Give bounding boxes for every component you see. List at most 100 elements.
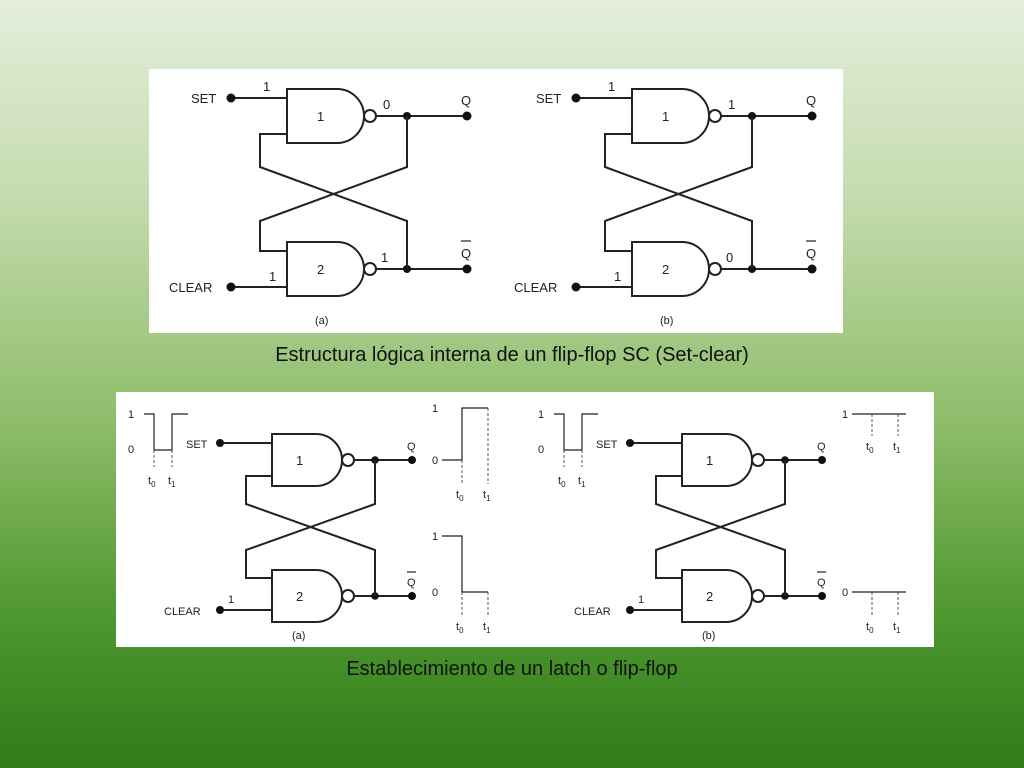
set-terminal <box>216 439 224 447</box>
set-input-value: 1 <box>608 79 615 94</box>
qbar-terminal <box>408 592 416 600</box>
qbar-level-high: 1 <box>432 531 438 543</box>
t1-label: t1 <box>578 475 586 489</box>
q-level-high: 1 <box>842 409 848 421</box>
panel-label-a: (a) <box>292 630 305 642</box>
inverter-bubble-1 <box>708 109 722 123</box>
t1-label: t1 <box>168 475 176 489</box>
clear-terminal <box>226 282 236 292</box>
q-terminal <box>462 111 472 121</box>
qbar-waveform <box>442 535 488 593</box>
gate-2-label: 2 <box>662 262 669 277</box>
gate-2-label: 2 <box>296 589 303 604</box>
set-label: SET <box>186 439 208 451</box>
gate-1-label: 1 <box>296 453 303 468</box>
feedback-wire-q <box>655 460 786 579</box>
set-input-value: 1 <box>263 79 270 94</box>
feedback-wire-q <box>604 116 753 252</box>
qbar-t1-label: t1 <box>483 621 491 635</box>
nand-gate-1 <box>271 433 343 487</box>
clear-input-value: 1 <box>614 269 621 284</box>
level-low-label: 0 <box>538 444 544 456</box>
latch-circuit-b: 1 0 t0 t1 SET CLEAR 1 1 2 Q <box>538 409 906 642</box>
gate-2-label: 2 <box>317 262 324 277</box>
qbar-output-value: 1 <box>381 250 388 265</box>
t0-label: t0 <box>558 475 566 489</box>
set-terminal <box>226 93 236 103</box>
inverter-bubble-1 <box>341 453 355 467</box>
nand-gate-1 <box>286 88 365 144</box>
nand-gate-1 <box>631 88 710 144</box>
gate-1-label: 1 <box>706 453 713 468</box>
inverter-bubble-1 <box>751 453 765 467</box>
gate-1-label: 1 <box>317 109 324 124</box>
feedback-wire-q <box>259 116 408 252</box>
qbar-label: Q <box>806 246 816 261</box>
feedback-wire-qbar <box>245 475 376 596</box>
circuit-b: SET CLEAR 1 1 1 0 1 2 Q Q (b) <box>514 79 817 327</box>
set-pulse-waveform <box>144 413 188 451</box>
level-low-label: 0 <box>128 444 134 456</box>
inverter-bubble-2 <box>708 262 722 276</box>
nand-gate-1 <box>681 433 753 487</box>
clear-label: CLEAR <box>574 606 611 618</box>
nand-gate-2 <box>631 241 710 297</box>
q-level-high: 1 <box>432 403 438 415</box>
gate-2-label: 2 <box>706 589 713 604</box>
q-label: Q <box>461 93 471 108</box>
panel-label-a: (a) <box>315 315 328 327</box>
figure-top-panel: SET CLEAR 1 1 0 1 1 2 Q Q (a) <box>149 69 843 333</box>
qbar-output-value: 0 <box>726 250 733 265</box>
feedback-wire-qbar <box>259 133 408 269</box>
clear-label: CLEAR <box>169 280 212 295</box>
q-label: Q <box>817 441 826 453</box>
q-t1-label: t1 <box>893 441 901 455</box>
circuit-a: SET CLEAR 1 1 0 1 1 2 Q Q (a) <box>169 79 472 327</box>
qbar-terminal <box>807 264 817 274</box>
clear-label: CLEAR <box>164 606 201 618</box>
clear-terminal <box>216 606 224 614</box>
clear-input-value: 1 <box>228 594 234 606</box>
set-label: SET <box>596 439 618 451</box>
latch-setting-diagram: 1 0 t0 t1 SET CLEAR 1 1 2 Q <box>128 403 906 642</box>
qbar-t0-label: t0 <box>456 621 464 635</box>
caption-sc-flip-flop: Estructura lógica interna de un flip-flo… <box>275 344 749 366</box>
caption-latch-setting: Establecimiento de un latch o flip-flop <box>346 658 678 680</box>
feedback-wire-qbar <box>655 475 786 596</box>
set-label: SET <box>536 91 561 106</box>
set-label: SET <box>191 91 216 106</box>
clear-terminal <box>571 282 581 292</box>
feedback-wire-qbar <box>604 133 753 269</box>
qbar-level-low: 0 <box>432 587 438 599</box>
q-output-value: 1 <box>728 97 735 112</box>
figure-bottom-panel: 1 0 t0 t1 SET CLEAR 1 1 2 Q <box>116 392 934 647</box>
inverter-bubble-2 <box>363 262 377 276</box>
qbar-level-low: 0 <box>842 587 848 599</box>
qbar-terminal <box>462 264 472 274</box>
t0-label: t0 <box>148 475 156 489</box>
set-terminal <box>626 439 634 447</box>
q-t0-label: t0 <box>866 441 874 455</box>
q-waveform <box>442 407 488 461</box>
nand-gate-2 <box>271 569 343 623</box>
nand-gate-2 <box>681 569 753 623</box>
q-output-value: 0 <box>383 97 390 112</box>
q-t0-label: t0 <box>456 489 464 503</box>
qbar-terminal <box>818 592 826 600</box>
set-terminal <box>571 93 581 103</box>
qbar-label: Q <box>407 577 416 589</box>
clear-input-value: 1 <box>269 269 276 284</box>
q-terminal <box>408 456 416 464</box>
panel-label-b: (b) <box>702 630 715 642</box>
level-high-label: 1 <box>128 409 134 421</box>
q-label: Q <box>806 93 816 108</box>
clear-terminal <box>626 606 634 614</box>
q-terminal <box>818 456 826 464</box>
feedback-wire-q <box>245 460 376 579</box>
qbar-label: Q <box>817 577 826 589</box>
qbar-t0-label: t0 <box>866 621 874 635</box>
nand-gate-2 <box>286 241 365 297</box>
clear-input-value: 1 <box>638 594 644 606</box>
set-pulse-waveform <box>554 413 598 451</box>
qbar-t1-label: t1 <box>893 621 901 635</box>
